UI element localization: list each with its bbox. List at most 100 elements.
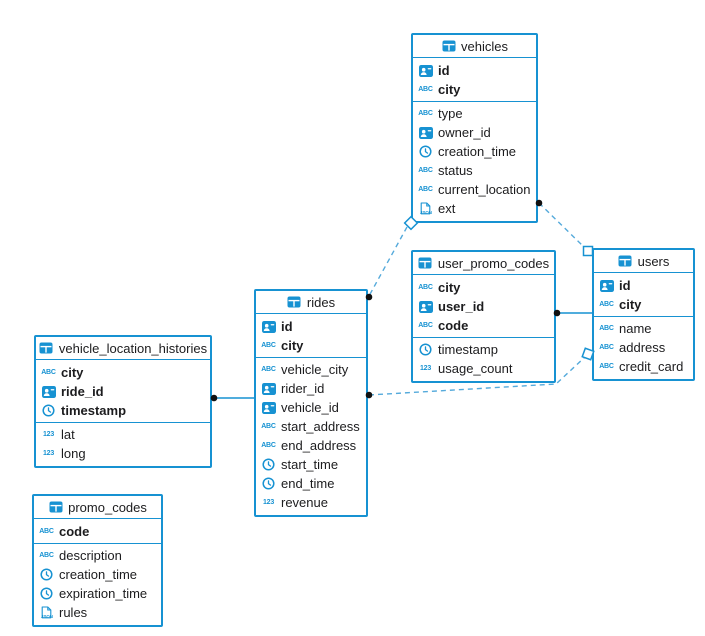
key-field-row-timestamp: timestamp [36,401,210,420]
field-name: end_address [281,438,357,453]
table-icon [48,501,63,513]
table-header-rides[interactable]: rides [256,291,366,314]
text-icon: ABC [261,423,276,430]
table-header-users[interactable]: users [594,250,693,273]
table-header-promo_codes[interactable]: promo_codes [34,496,161,519]
clock-icon [261,477,276,490]
field-name: current_location [438,182,531,197]
number-icon: 123 [262,499,275,506]
svg-text:JSON: JSON [420,210,432,215]
text-icon: ABC [41,369,56,376]
field-name: usage_count [438,361,513,376]
clock-icon [41,404,56,417]
svg-text:JSON: JSON [41,614,53,619]
json-icon: JSON [39,606,54,619]
relationship-line-vehicles-rides[interactable] [368,226,408,297]
json-icon: JSON [418,202,433,215]
table-header-vehicle_location_histories[interactable]: vehicle_location_histories [36,337,210,360]
user-id-icon [418,126,433,139]
table-header-user_promo_codes[interactable]: user_promo_codes [413,252,554,275]
field-name: rules [59,605,88,620]
key-field-row-city: ABC city [594,295,693,314]
text-icon: ABC [261,366,276,373]
field-name: revenue [281,495,328,510]
field-name: id [438,63,450,78]
field-name: vehicle_city [281,362,349,377]
table-name: users [637,253,670,269]
user-id-icon [599,279,614,292]
field-name: name [619,321,652,336]
number-icon: 123 [42,431,55,438]
text-icon: ABC [599,363,614,370]
text-icon: ABC [261,342,276,349]
table-header-vehicles[interactable]: vehicles [413,35,536,58]
field-name: code [438,318,469,333]
field-name: city [438,280,461,295]
field-name: owner_id [438,125,491,140]
text-icon: ABC [599,301,614,308]
key-field-row-id: id [413,61,536,80]
field-name: lat [61,427,75,442]
field-name: city [619,297,642,312]
field-name: city [61,365,84,380]
field-row-timestamp: timestamp [413,340,554,359]
field-name: id [281,319,293,334]
field-name: vehicle_id [281,400,339,415]
clock-icon [418,343,433,356]
field-row-long: 123 long [36,444,210,463]
field-name: creation_time [438,144,517,159]
clock-icon [39,587,54,600]
field-row-creation_time: creation_time [34,565,161,584]
text-icon: ABC [418,167,433,174]
table-name: user_promo_codes [437,255,550,271]
relationship-line-vehicles-users[interactable] [538,202,586,249]
text-icon: ABC [418,110,433,117]
table-icon [441,40,456,52]
field-name: long [61,446,86,461]
field-row-rider_id: rider_id [256,379,366,398]
table-name: promo_codes [68,499,147,515]
field-name: rider_id [281,381,325,396]
user-id-icon [41,385,56,398]
clock-icon [39,568,54,581]
text-icon: ABC [418,86,433,93]
field-row-rules: JSON rules [34,603,161,622]
field-name: code [59,524,90,539]
field-name: end_time [281,476,335,491]
primary-key-section: ABC city ride_id timestamp [36,360,210,422]
key-field-row-id: id [256,317,366,336]
table-name: vehicle_location_histories [58,340,208,356]
table-icon [418,257,433,269]
field-row-vehicle_city: ABC vehicle_city [256,360,366,379]
field-name: expiration_time [59,586,148,601]
text-icon: ABC [261,442,276,449]
key-field-row-ride_id: ride_id [36,382,210,401]
user-id-icon [261,320,276,333]
field-row-vehicle_id: vehicle_id [256,398,366,417]
field-name: creation_time [59,567,138,582]
field-name: user_id [438,299,485,314]
number-icon: 123 [42,450,55,457]
